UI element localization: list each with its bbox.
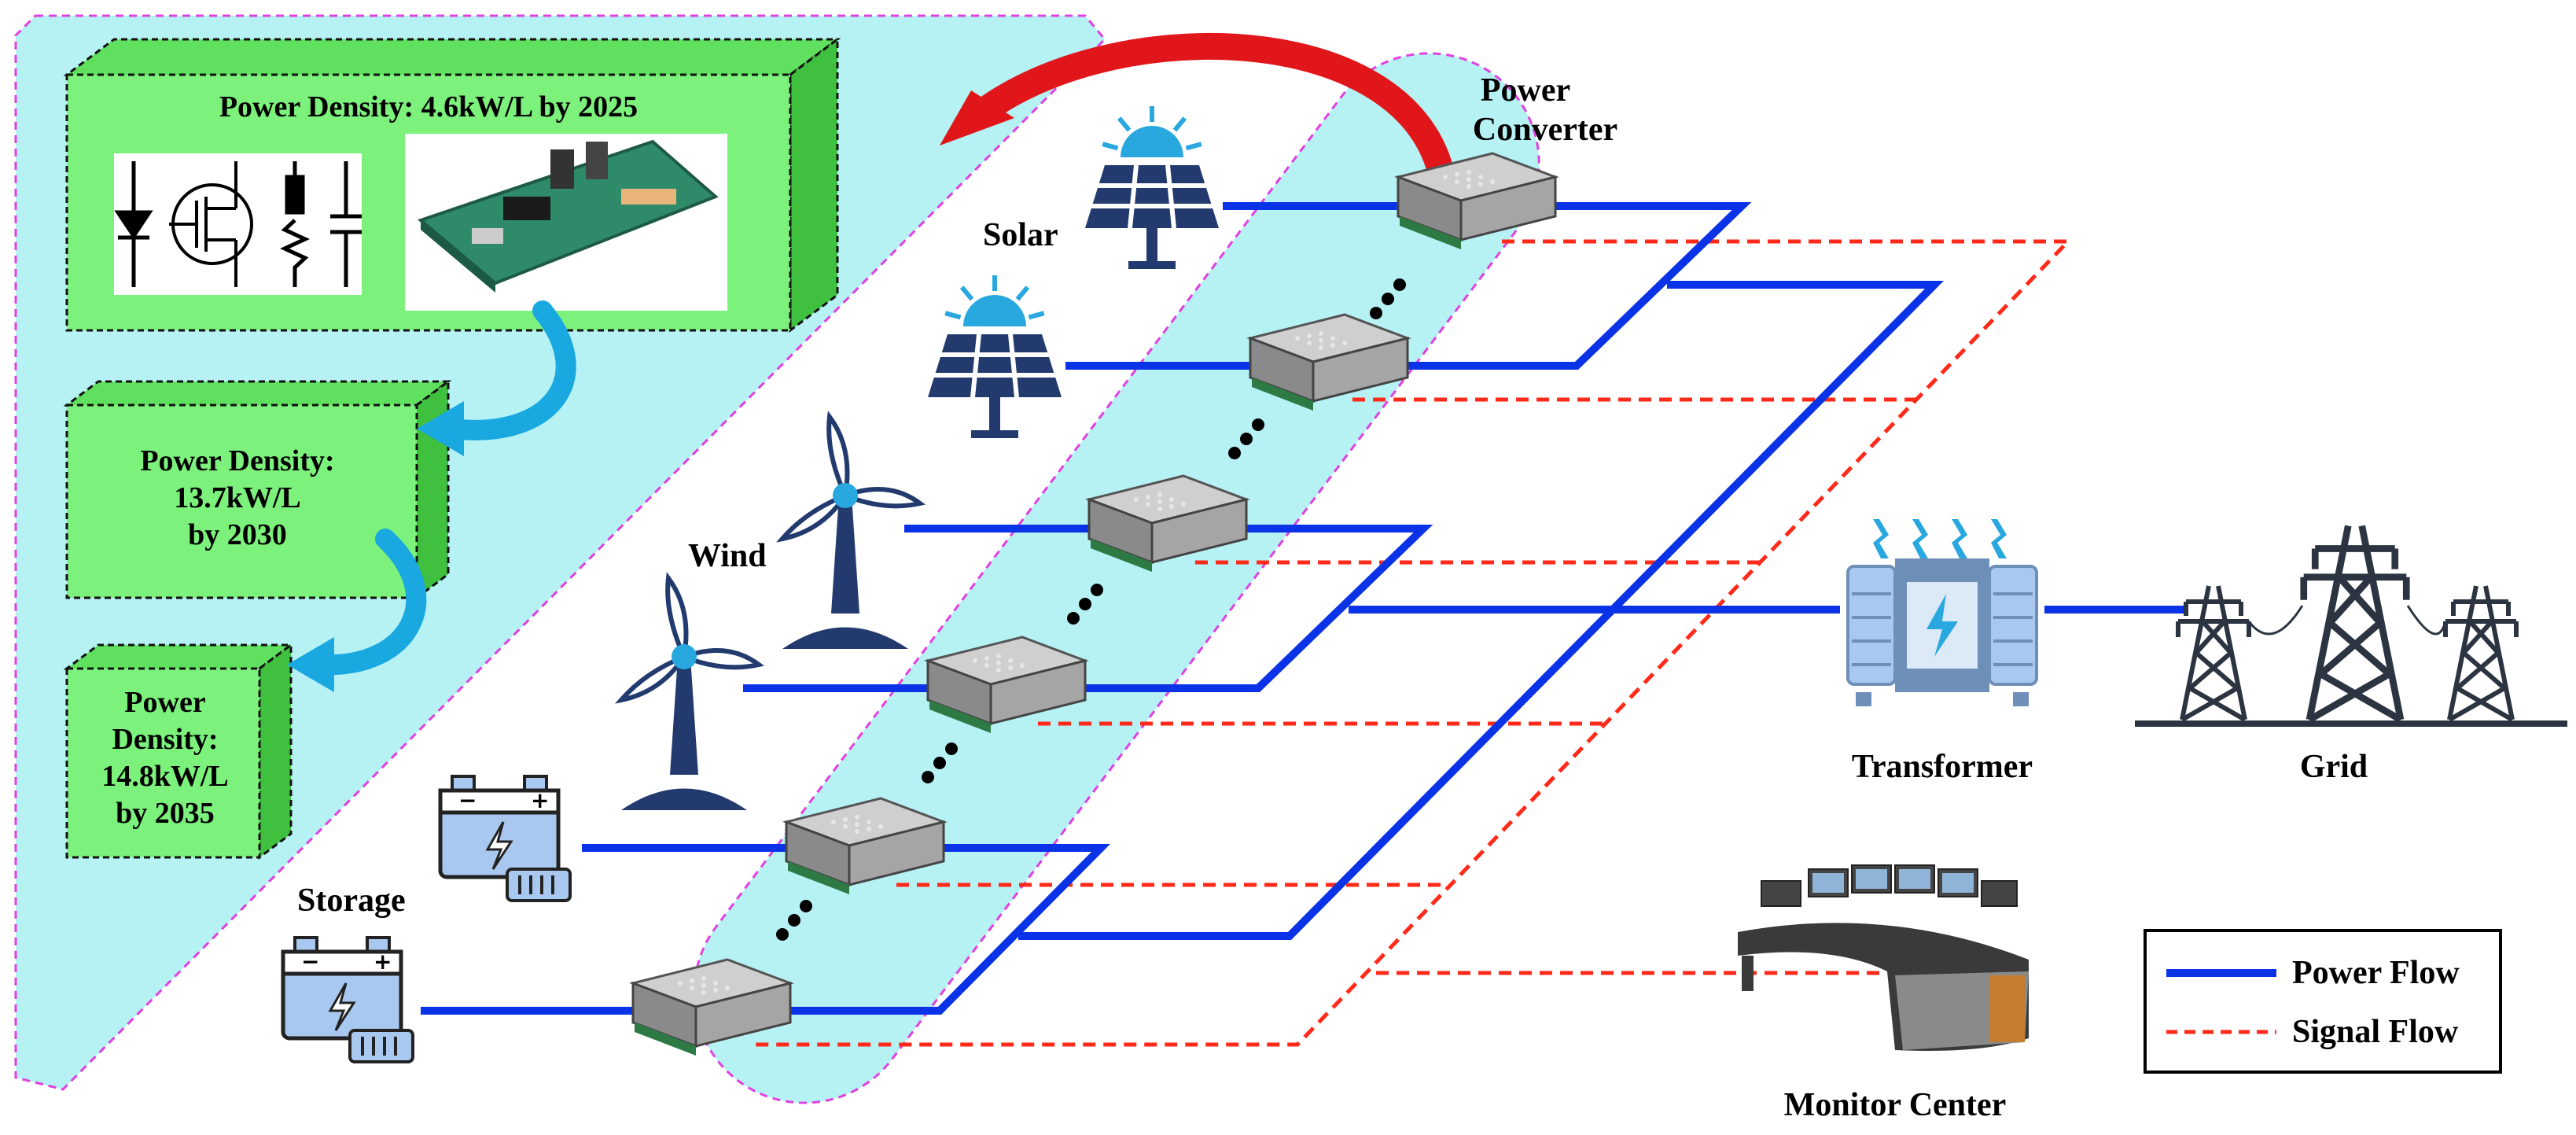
blue-curved-arrow-icon bbox=[287, 529, 427, 692]
legend-power-flow-label: Power Flow bbox=[2292, 955, 2460, 991]
transmission-tower-icon bbox=[2135, 526, 2567, 727]
wind-turbine-icon bbox=[782, 417, 920, 649]
mosfet-icon bbox=[169, 161, 253, 287]
label-power-converter-2: Converter bbox=[1473, 112, 1617, 148]
blue-curved-arrow-icon bbox=[417, 300, 576, 456]
ellipsis-dots-icon bbox=[776, 278, 1406, 941]
transformer-icon bbox=[1846, 519, 2038, 706]
label-storage: Storage bbox=[297, 883, 406, 919]
density-2030-line2: 13.7kW/L bbox=[174, 481, 301, 514]
circuit-board-icon bbox=[417, 139, 719, 293]
legend: Power Flow Signal Flow bbox=[2144, 929, 2502, 1074]
legend-signal-flow-label: Signal Flow bbox=[2292, 1014, 2459, 1050]
density-box-2030: Power Density: 13.7kW/L by 2030 bbox=[63, 379, 452, 600]
label-grid: Grid bbox=[2300, 749, 2368, 785]
density-2035-line4: by 2035 bbox=[116, 797, 215, 830]
label-transformer: Transformer bbox=[1852, 749, 2033, 785]
density-2025-line: Power Density: 4.6kW/L by 2025 bbox=[219, 90, 638, 123]
control-room-icon bbox=[1738, 864, 2029, 1051]
density-2030-line3: by 2030 bbox=[188, 518, 287, 551]
label-power-converter-1: Power bbox=[1481, 72, 1570, 109]
label-wind: Wind bbox=[688, 538, 767, 574]
density-2030-line1: Power Density: bbox=[140, 444, 334, 477]
solar-panel-icon bbox=[1085, 106, 1219, 269]
density-2035-line3: 14.8kW/L bbox=[101, 760, 229, 793]
battery-icon bbox=[440, 776, 570, 901]
label-solar: Solar bbox=[983, 217, 1058, 253]
density-box-2025: Power Density: 4.6kW/L by 2025 bbox=[63, 37, 841, 333]
red-curved-arrow-icon bbox=[940, 33, 1452, 179]
battery-icon bbox=[283, 938, 413, 1062]
density-2035-line1: Power bbox=[124, 686, 206, 719]
capacitor-icon bbox=[330, 161, 362, 287]
component-symbols-card bbox=[114, 153, 362, 295]
diode-icon bbox=[114, 161, 153, 287]
solar-panel-icon bbox=[928, 275, 1062, 438]
density-2035-line2: Density: bbox=[112, 723, 218, 756]
wind-turbine-icon bbox=[621, 578, 759, 810]
density-box-2035: Power Density: 14.8kW/L by 2035 bbox=[63, 643, 295, 860]
resistor-icon bbox=[280, 161, 310, 287]
label-monitor-center: Monitor Center bbox=[1784, 1087, 2007, 1123]
